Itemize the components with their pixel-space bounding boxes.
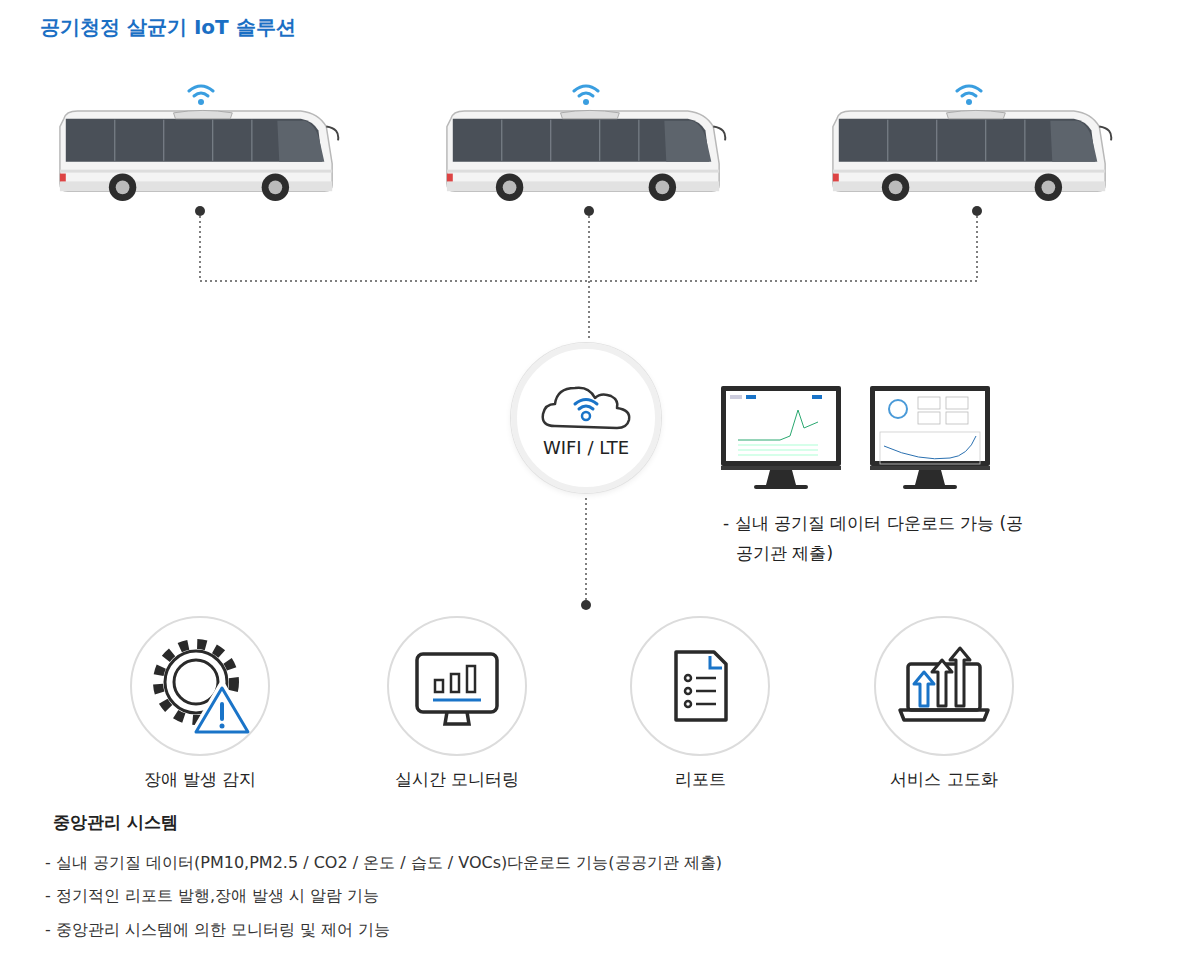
bullet-text: - 실내 공기질 데이터(PM10,PM2.5 / CO2 / 온도 / 습도 … [45, 853, 722, 874]
function-circle: 리포트 [630, 616, 770, 756]
node-label: WIFI / LTE [517, 437, 655, 458]
node-label: 서비스 고도화 [890, 768, 997, 791]
function-circle: 서비스 고도화 [874, 616, 1014, 756]
monitor-caption: - 실내 공기질 데이터 다운로드 가능 (공공기관 제출) [723, 508, 1026, 568]
node-label: 실시간 모니터링 [395, 768, 519, 791]
section-heading: 중앙관리 시스템 [53, 811, 178, 834]
function-circle: 실시간 모니터링 [387, 616, 527, 756]
diagram-title: 공기청정 살균기 IoT 솔루션 [40, 14, 296, 41]
bullet-text: - 중앙관리 시스템에 의한 모니터링 및 제어 기능 [45, 920, 390, 941]
node-label: 리포트 [675, 768, 726, 791]
node-label: 장애 발생 감지 [144, 768, 257, 791]
bullet-text: - 정기적인 리포트 발행,장애 발생 시 알람 기능 [45, 886, 379, 907]
function-circle: 장애 발생 감지 [130, 616, 270, 756]
network-circle: WIFI / LTE [511, 343, 661, 493]
